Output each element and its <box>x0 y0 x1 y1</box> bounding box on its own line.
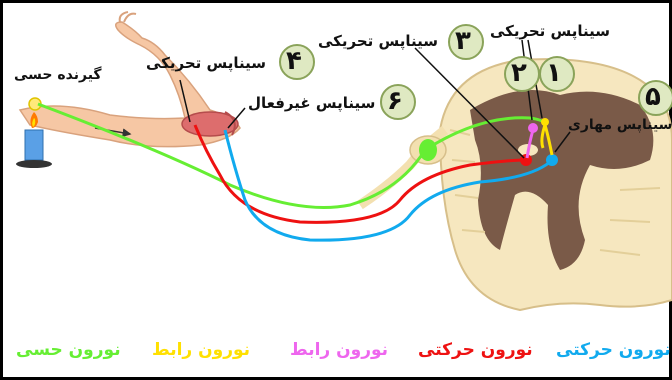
candle-icon <box>16 112 52 168</box>
badge-1: ۱ <box>546 58 562 88</box>
badge-3: ۳ <box>455 26 471 56</box>
legend-sensory: نورون حسی <box>16 340 121 360</box>
label-synapse-5: سیناپس مهاری <box>568 117 672 133</box>
number-badges <box>279 24 672 120</box>
sensory-neuron <box>37 102 547 209</box>
label-synapse-top: سیناپس تحریکی <box>490 22 610 40</box>
badge-5: ۵ <box>645 82 661 112</box>
label-receptor: گیرنده حسی <box>14 67 102 83</box>
motor-neuron-blue <box>223 129 551 242</box>
grey-matter <box>470 90 654 270</box>
legend-motor-red: نورون حرکتی <box>418 340 533 360</box>
arm <box>18 11 241 148</box>
legend-motor-blue: نورون حرکتی <box>556 340 671 360</box>
badge-4: ۴ <box>286 46 302 76</box>
label-synapse-6: سیناپس غیرفعال <box>248 94 376 112</box>
spinal-cord <box>438 58 672 312</box>
motor-neuron-red <box>193 124 526 224</box>
label-synapse-3: سیناپس تحریکی <box>318 32 438 50</box>
badge-6: ۶ <box>387 86 403 116</box>
label-synapse-4: سیناپس تحریکی <box>146 54 266 72</box>
motor-blue-cell-body <box>546 154 558 166</box>
legend-interneuron-pink: نورون رابط <box>290 340 389 360</box>
sensory-cell-body <box>419 139 437 161</box>
legend-interneuron-yellow: نورون رابط <box>152 340 251 360</box>
interneuron-yellow <box>540 124 554 156</box>
badge-2: ۲ <box>511 58 527 88</box>
